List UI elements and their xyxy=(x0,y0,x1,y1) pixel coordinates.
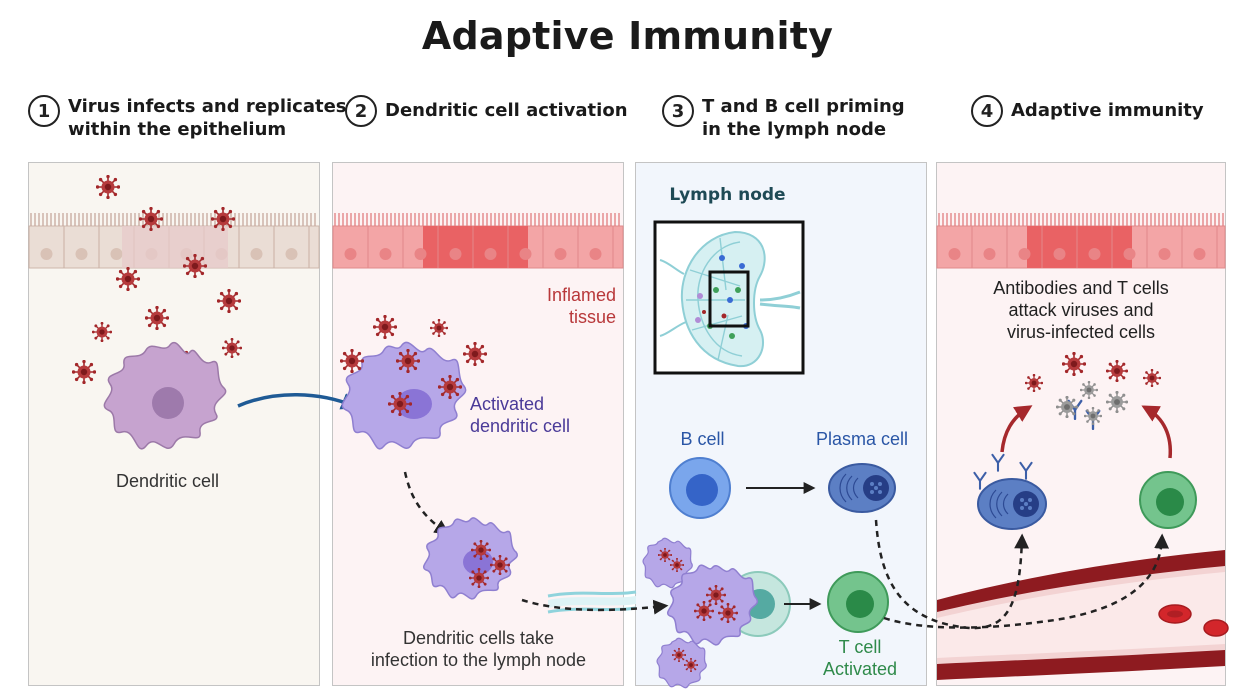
migration-arrow xyxy=(237,393,359,410)
lymph-node-label: Lymph node xyxy=(669,185,786,205)
epithelial-cell-nucleus xyxy=(948,248,961,260)
damaged-virus-icon xyxy=(1056,381,1128,425)
activated-dc-label: Activated dendritic cell xyxy=(470,394,571,436)
epithelial-cell-nucleus xyxy=(589,248,602,260)
step-number: 3 xyxy=(662,95,694,127)
attack-label: Antibodies and T cells attack viruses an… xyxy=(993,278,1169,342)
epithelial-cell-nucleus xyxy=(449,248,462,260)
step-4-heading: 4 Adaptive immunity xyxy=(971,95,1204,127)
dendritic-cell-icon xyxy=(103,342,227,450)
step-number: 1 xyxy=(28,95,60,127)
plasma-cell-icon xyxy=(977,478,1047,530)
antibody-icon xyxy=(973,399,1101,490)
step-number: 2 xyxy=(345,95,377,127)
plasma-cell-label: Plasma cell xyxy=(815,429,909,449)
epithelial-cell-nucleus xyxy=(519,248,532,260)
epithelial-cell-nucleus xyxy=(1158,248,1171,260)
step-label: Dendritic cell activation xyxy=(385,100,628,121)
epithelial-cell-nucleus xyxy=(1018,248,1031,260)
epithelial-cell-nucleus xyxy=(379,248,392,260)
epithelial-cell-nucleus xyxy=(344,248,357,260)
inflamed-epithelium-icon xyxy=(332,213,624,269)
epithelium-icon xyxy=(28,213,320,269)
epithelial-cell-nucleus xyxy=(983,248,996,260)
inflamed-tissue-label: Inflamed tissue xyxy=(546,285,616,327)
attack-arrow xyxy=(1000,405,1033,453)
step-number: 4 xyxy=(971,95,1003,127)
epithelial-cell-nucleus xyxy=(414,248,427,260)
epithelial-cell-nucleus xyxy=(1193,248,1206,260)
lymph-node-icon xyxy=(653,220,805,375)
extravasation-arrow xyxy=(883,533,1170,629)
plasma-cell-icon xyxy=(828,463,896,513)
step-label: Virus infects and replicates within the … xyxy=(68,96,347,140)
b-cell-icon xyxy=(669,457,731,519)
migration-arrow xyxy=(521,598,669,615)
extravasation-arrow xyxy=(874,519,1030,630)
activated-dendritic-cell-icon xyxy=(667,564,759,646)
step-3-heading: 3 T and B cell priming in the lymph node xyxy=(662,95,905,141)
epithelial-cell-nucleus xyxy=(1088,248,1101,260)
t-cell-icon xyxy=(1139,471,1197,529)
epithelial-cell-nucleus xyxy=(40,248,53,260)
b-cell-label: B cell xyxy=(680,429,725,449)
epithelial-cell-nucleus xyxy=(484,248,497,260)
activated-dendritic-cell-icon xyxy=(341,341,467,450)
t-cell-icon xyxy=(827,571,889,633)
epithelial-cell-nucleus xyxy=(554,248,567,260)
t-cell-label: T cell Activated xyxy=(822,637,898,679)
dc-migration-label: Dendritic cells take infection to the ly… xyxy=(370,628,587,670)
activated-dendritic-cell-icon xyxy=(642,537,707,689)
step-label: Adaptive immunity xyxy=(1011,100,1204,121)
epithelial-cell-nucleus xyxy=(1123,248,1136,260)
epithelial-cell-nucleus xyxy=(250,248,263,260)
migration-arrow xyxy=(403,471,450,535)
attack-arrow xyxy=(1141,405,1173,459)
step-2-heading: 2 Dendritic cell activation xyxy=(345,95,628,127)
epithelial-cell-nucleus xyxy=(285,248,298,260)
dendritic-cell-label: Dendritic cell xyxy=(115,471,220,491)
activated-dendritic-cell-icon xyxy=(423,517,518,600)
epithelial-cell-nucleus xyxy=(1053,248,1066,260)
step-1-heading: 1 Virus infects and replicates within th… xyxy=(28,95,347,141)
lymphatic-vessel-icon xyxy=(547,590,637,614)
epithelial-cell-nucleus xyxy=(110,248,123,260)
inflamed-epithelium-icon xyxy=(936,213,1226,269)
epithelial-cell-nucleus xyxy=(75,248,88,260)
step-label: T and B cell priming in the lymph node xyxy=(702,96,905,140)
page-title: Adaptive Immunity xyxy=(421,14,834,58)
